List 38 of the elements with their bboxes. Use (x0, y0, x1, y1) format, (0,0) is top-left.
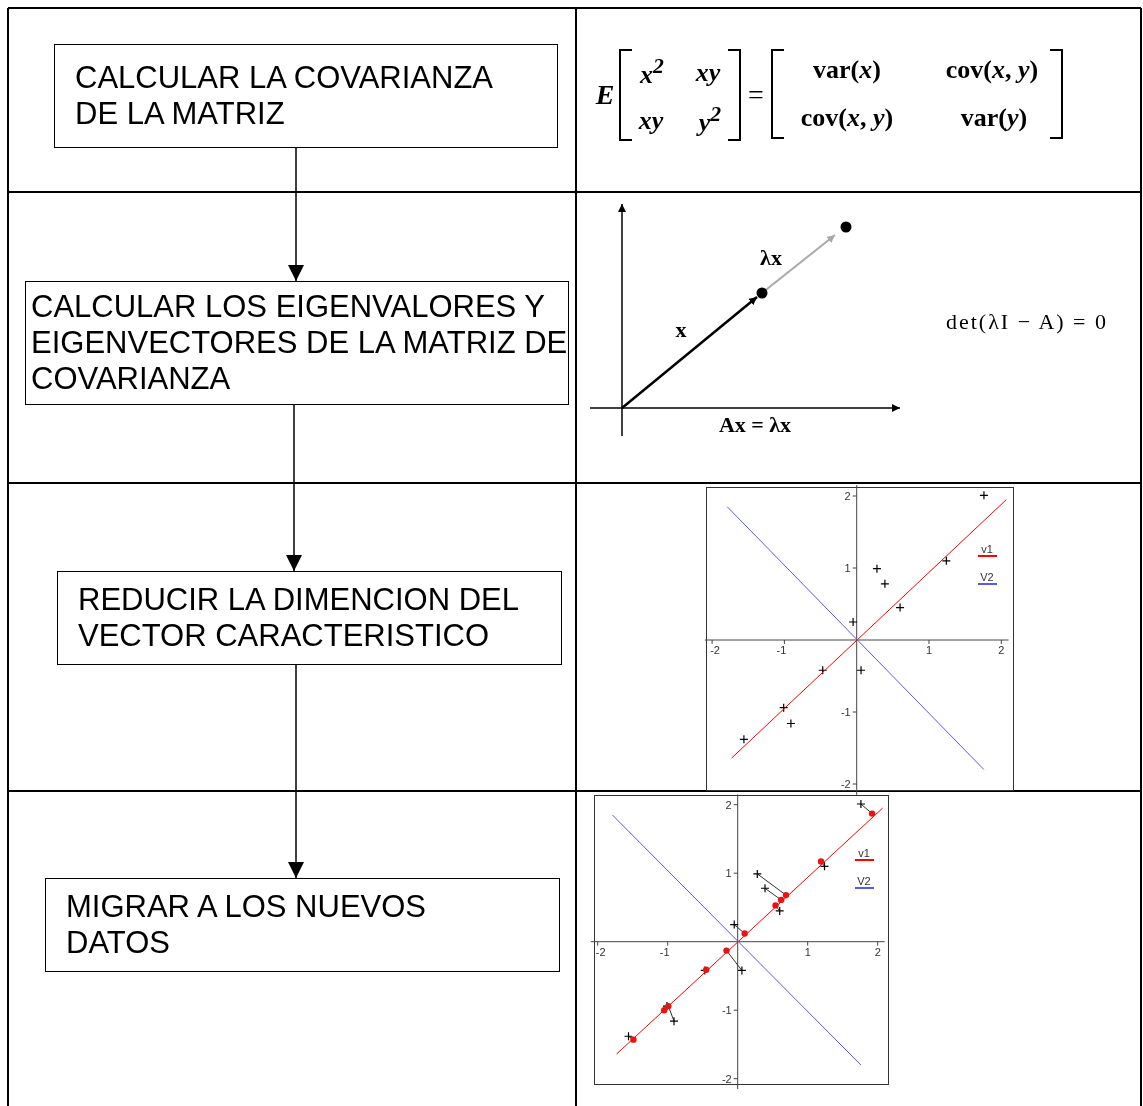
matrix-entry: cov(x, y) (800, 103, 894, 133)
tick-label: -2 (721, 1072, 732, 1085)
tick-label: -2 (840, 778, 851, 790)
tick-label: -1 (659, 945, 670, 958)
matrix-entry: cov(x, y) (945, 55, 1039, 85)
tick-label: 2 (844, 490, 851, 502)
tick-label: 1 (804, 945, 811, 958)
matrix-entry: xy (695, 58, 721, 88)
math-symbol: E (595, 79, 615, 111)
tick-label: -1 (721, 1004, 732, 1017)
equation: det(λI − A) = 0 (946, 309, 1108, 335)
tick-label: -1 (776, 644, 787, 656)
tick-label: 1 (844, 562, 851, 574)
vector-label: x (675, 317, 687, 343)
tick-label: 2 (725, 798, 732, 811)
equation: Ax = λx (718, 412, 792, 438)
tick-label: 2 (998, 644, 1005, 656)
legend-label: v1 (981, 543, 993, 555)
tick-label: -2 (595, 945, 606, 958)
legend-label: V2 (980, 571, 994, 583)
legend-label: V2 (857, 875, 871, 887)
matrix-entry: var(y) (960, 103, 1028, 133)
matrix-entry: y$^{2}$ (698, 102, 722, 138)
math-symbol: = (748, 79, 764, 111)
matrix-entry: xy (638, 106, 664, 136)
step-text: REDUCIR LA DIMENCION DEL VECTOR CARACTERISTICO (78, 582, 519, 654)
legend-label: v1 (858, 847, 870, 859)
vector-label: λx (760, 245, 782, 271)
tick-label: -1 (840, 706, 851, 718)
step-text: CALCULAR LOS EIGENVALORES Y EIGENVECTORES DE LA MATRIZ DE COVARIANZA (31, 289, 568, 397)
matrix-entry: x$^{2}$ (640, 54, 664, 90)
tick-label: 1 (725, 867, 732, 880)
tick-label: 1 (925, 644, 933, 656)
step-text: CALCULAR LA COVARIANZA DE LA MATRIZ (75, 60, 493, 132)
matrix-entry: var(x) (813, 55, 881, 85)
tick-label: 2 (874, 945, 881, 958)
step-text: MIGRAR A LOS NUEVOS DATOS (66, 889, 428, 961)
tick-label: -2 (710, 644, 720, 656)
